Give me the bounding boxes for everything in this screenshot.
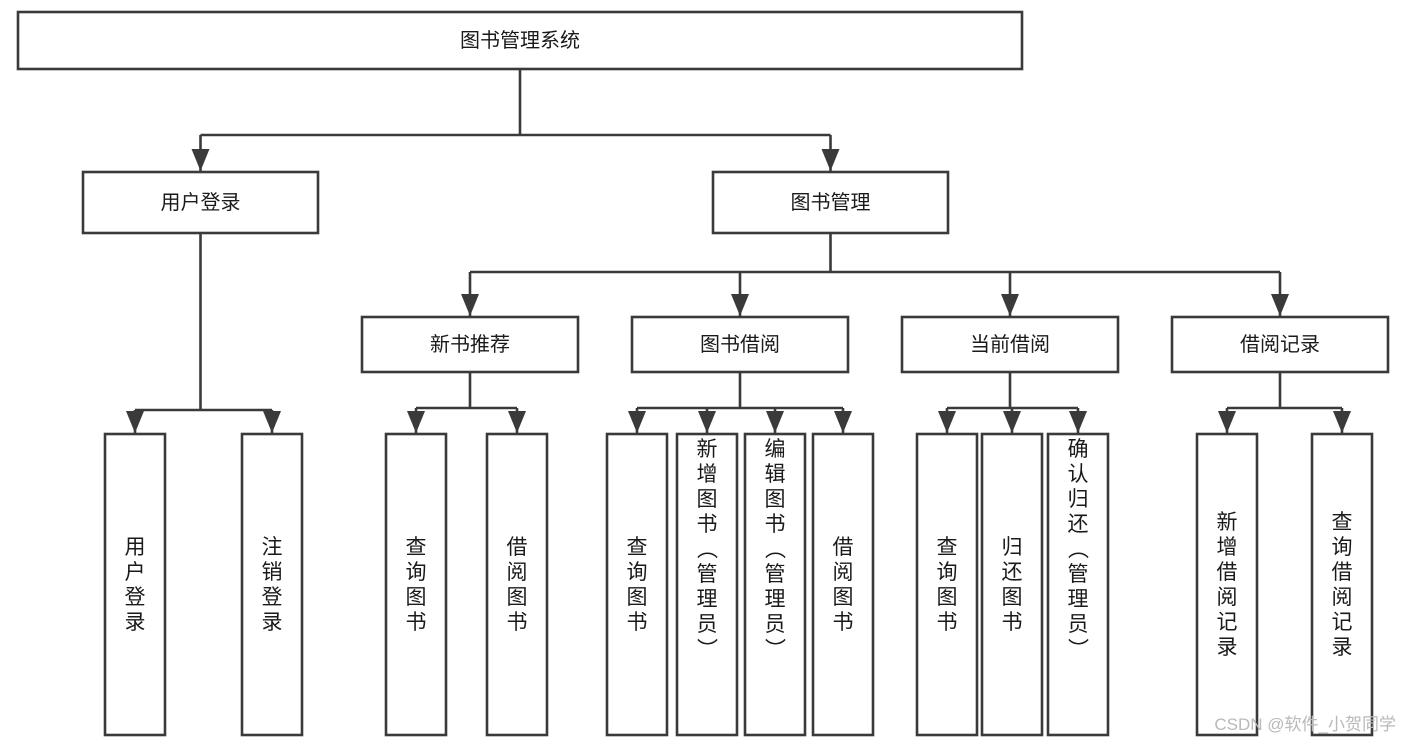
arrow-head-icon	[938, 411, 956, 433]
arrow-head-icon	[1003, 411, 1021, 433]
node-leaf-return-book[interactable]: 归还图书	[980, 432, 1044, 737]
node-box-book-manage	[711, 170, 950, 235]
arrow-head-icon	[834, 411, 852, 433]
node-book-borrow[interactable]: 图书借阅	[630, 315, 850, 374]
node-box-leaf-edit-book-admin	[743, 432, 807, 737]
node-box-leaf-query-book-1	[384, 432, 448, 737]
node-box-leaf-borrow-book-1	[485, 432, 549, 737]
node-layer: 图书管理系统用户登录图书管理新书推荐图书借阅当前借阅借阅记录用户登录注销登录查询…	[16, 10, 1390, 737]
node-leaf-confirm-return-admin[interactable]: 确认归还（管理员）	[1046, 432, 1110, 737]
arrow-head-icon	[126, 411, 144, 433]
node-box-leaf-user-login	[103, 432, 167, 737]
arrow-head-icon	[508, 411, 526, 433]
node-leaf-add-borrow-record[interactable]: 新增借阅记录	[1195, 432, 1259, 737]
node-leaf-borrow-book-2[interactable]: 借阅图书	[811, 432, 875, 737]
arrow-head-icon	[1271, 294, 1289, 316]
node-leaf-logout-login[interactable]: 注销登录	[240, 432, 304, 737]
node-label-leaf-edit-book-admin: 编辑图书（管理员）	[765, 438, 787, 661]
connector-layer	[126, 69, 1351, 433]
node-leaf-query-book-3[interactable]: 查询图书	[915, 432, 979, 737]
node-label-leaf-query-book-1: 查询图书	[406, 536, 427, 634]
arrow-head-icon	[461, 294, 479, 316]
arrow-head-icon	[731, 294, 749, 316]
node-box-borrow-record	[1170, 315, 1390, 374]
arrow-head-icon	[1218, 411, 1236, 433]
node-leaf-user-login[interactable]: 用户登录	[103, 432, 167, 737]
node-new-book-recommend[interactable]: 新书推荐	[360, 315, 580, 374]
node-root[interactable]: 图书管理系统	[16, 10, 1024, 71]
node-label-leaf-confirm-return-admin: 确认归还（管理员）	[1068, 438, 1090, 661]
node-leaf-query-book-1[interactable]: 查询图书	[384, 432, 448, 737]
arrow-head-icon	[191, 149, 210, 171]
node-borrow-record[interactable]: 借阅记录	[1170, 315, 1390, 374]
node-label-leaf-query-book-2: 查询图书	[627, 536, 648, 634]
node-box-leaf-return-book	[980, 432, 1044, 737]
node-label-user-login: 用户登录	[161, 191, 241, 214]
node-box-leaf-logout-login	[240, 432, 304, 737]
node-book-manage[interactable]: 图书管理	[711, 170, 950, 235]
node-label-root: 图书管理系统	[460, 29, 580, 52]
node-box-leaf-confirm-return-admin	[1046, 432, 1110, 737]
node-label-leaf-borrow-book-1: 借阅图书	[507, 536, 528, 634]
node-label-leaf-user-login: 用户登录	[125, 536, 146, 634]
node-box-leaf-borrow-book-2	[811, 432, 875, 737]
arrow-head-icon	[407, 411, 425, 433]
arrow-head-icon	[1069, 411, 1087, 433]
node-box-leaf-add-book-admin	[675, 432, 739, 737]
arrow-head-icon	[628, 411, 646, 433]
node-label-book-manage: 图书管理	[791, 191, 871, 214]
node-box-current-borrow	[900, 315, 1120, 374]
node-label-borrow-record: 借阅记录	[1240, 333, 1320, 356]
node-box-book-borrow	[630, 315, 850, 374]
arrow-head-icon	[1333, 411, 1351, 433]
node-current-borrow[interactable]: 当前借阅	[900, 315, 1120, 374]
node-leaf-query-book-2[interactable]: 查询图书	[605, 432, 669, 737]
arrow-head-icon	[821, 149, 840, 171]
arrow-head-icon	[263, 411, 281, 433]
arrow-head-icon	[766, 411, 784, 433]
node-label-leaf-add-borrow-record: 新增借阅记录	[1217, 511, 1238, 659]
node-label-leaf-add-book-admin: 新增图书（管理员）	[697, 438, 719, 661]
node-box-user-login	[81, 170, 320, 235]
node-label-book-borrow: 图书借阅	[700, 333, 780, 356]
node-box-leaf-query-book-3	[915, 432, 979, 737]
node-leaf-add-book-admin[interactable]: 新增图书（管理员）	[675, 432, 739, 737]
node-label-leaf-return-book: 归还图书	[1002, 536, 1023, 634]
node-box-leaf-query-book-2	[605, 432, 669, 737]
node-leaf-query-borrow-record[interactable]: 查询借阅记录	[1310, 432, 1374, 737]
node-box-new-book-recommend	[360, 315, 580, 374]
node-label-new-book-recommend: 新书推荐	[430, 333, 510, 356]
node-box-leaf-query-borrow-record	[1310, 432, 1374, 737]
node-box-root	[16, 10, 1024, 71]
node-label-leaf-query-borrow-record: 查询借阅记录	[1332, 511, 1353, 659]
node-box-leaf-add-borrow-record	[1195, 432, 1259, 737]
node-label-current-borrow: 当前借阅	[970, 333, 1050, 356]
node-leaf-edit-book-admin[interactable]: 编辑图书（管理员）	[743, 432, 807, 737]
node-leaf-borrow-book-1[interactable]: 借阅图书	[485, 432, 549, 737]
csdn-watermark: CSDN @软件_小贺同学	[1214, 715, 1396, 734]
node-label-leaf-logout-login: 注销登录	[262, 536, 283, 634]
node-label-leaf-borrow-book-2: 借阅图书	[833, 536, 854, 634]
arrow-head-icon	[698, 411, 716, 433]
node-label-leaf-query-book-3: 查询图书	[937, 536, 958, 634]
arrow-head-icon	[1001, 294, 1019, 316]
node-user-login[interactable]: 用户登录	[81, 170, 320, 235]
